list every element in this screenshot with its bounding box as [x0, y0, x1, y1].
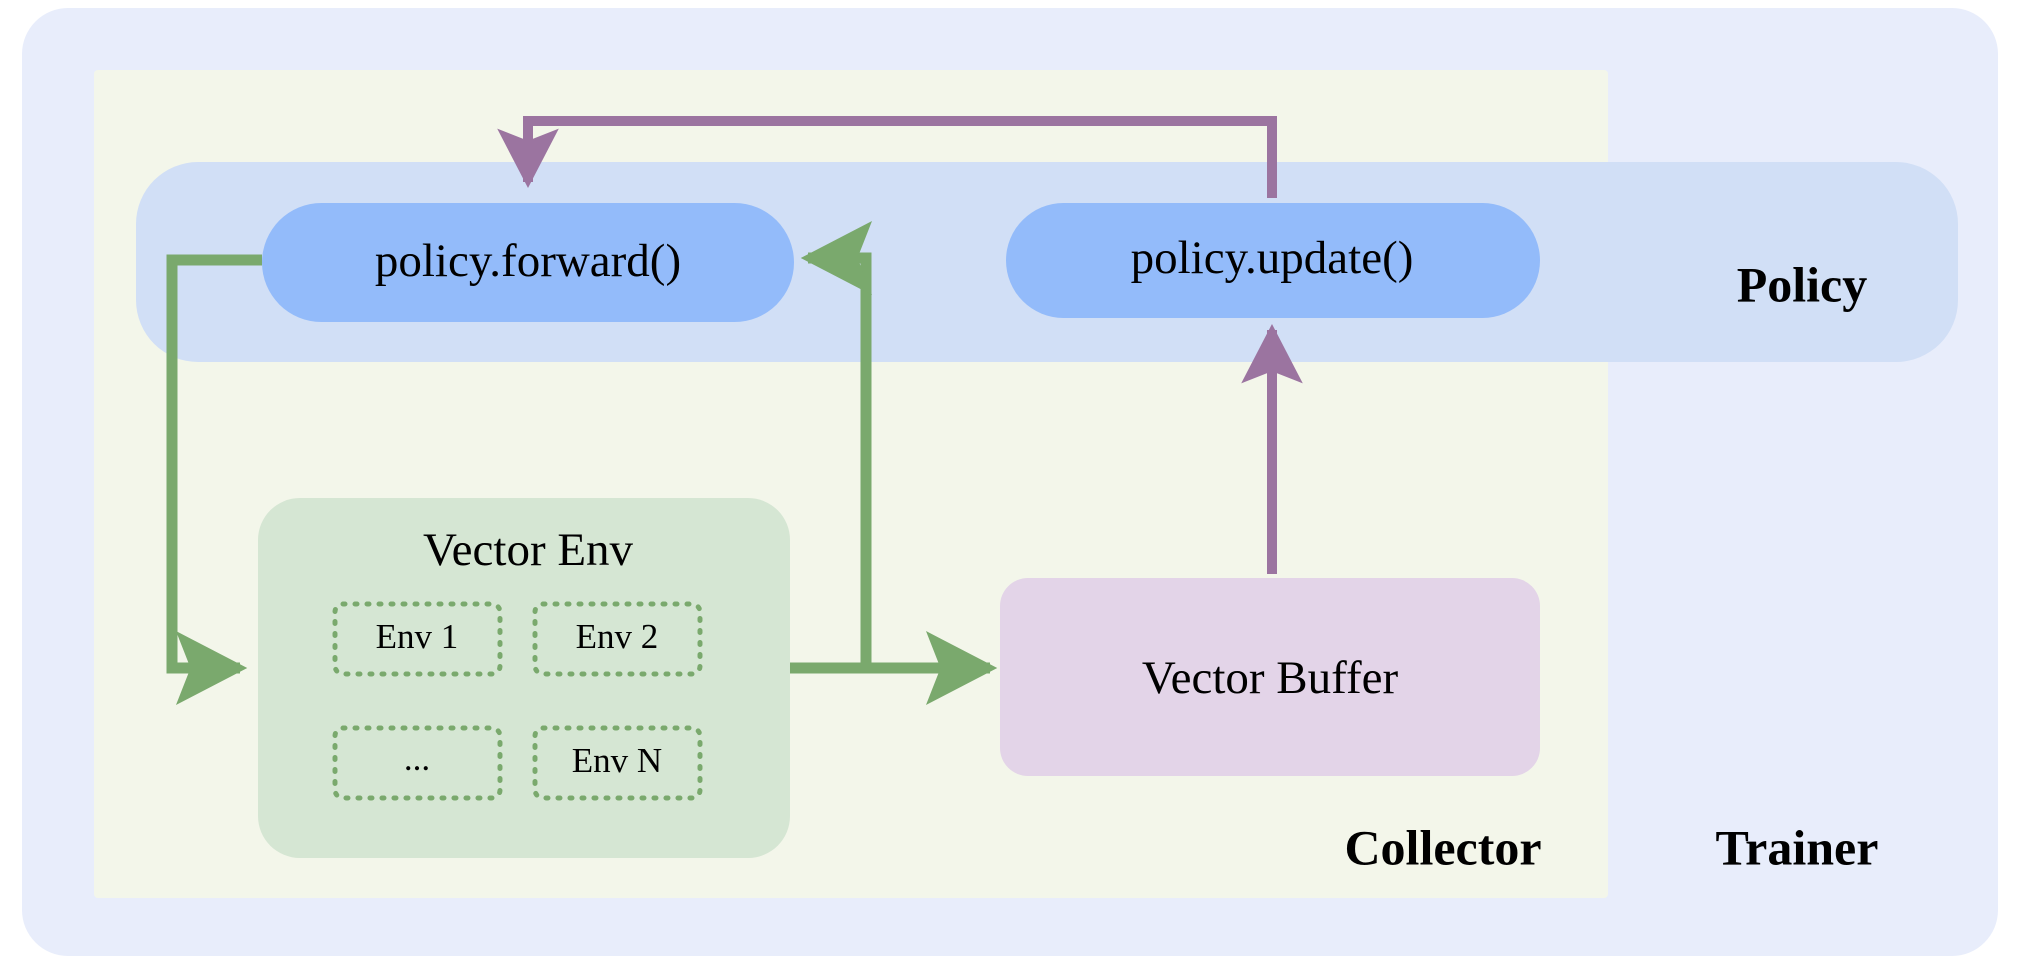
policy-forward-node[interactable]	[262, 203, 794, 322]
vector-buffer-label: Vector Buffer	[1142, 652, 1399, 704]
policy-update-label: policy.update()	[1131, 232, 1414, 284]
edge-forward-to-env	[166, 254, 262, 705]
edge-update-to-forward	[497, 116, 1277, 198]
policy-forward-label: policy.forward()	[375, 235, 681, 287]
env-box-1	[332, 601, 503, 677]
vector-env-panel	[258, 498, 790, 858]
env-box-2	[532, 601, 703, 677]
vector-env-label: Vector Env	[423, 524, 634, 576]
env-box-4-label: Env N	[572, 741, 662, 780]
vector-buffer-node[interactable]	[1000, 578, 1540, 776]
policy-group-label: Policy	[1737, 256, 1868, 312]
collector-group-label: Collector	[1344, 819, 1541, 875]
env-box-3	[332, 725, 503, 801]
policy-update-node[interactable]	[1006, 203, 1540, 318]
env-box-1-label: Env 1	[376, 617, 459, 656]
trainer-group-label: Trainer	[1716, 819, 1879, 875]
env-box-3-label: ...	[404, 739, 430, 778]
env-box-4	[532, 725, 703, 801]
edge-env-to-forward	[800, 221, 873, 668]
env-box-2-label: Env 2	[576, 617, 659, 656]
